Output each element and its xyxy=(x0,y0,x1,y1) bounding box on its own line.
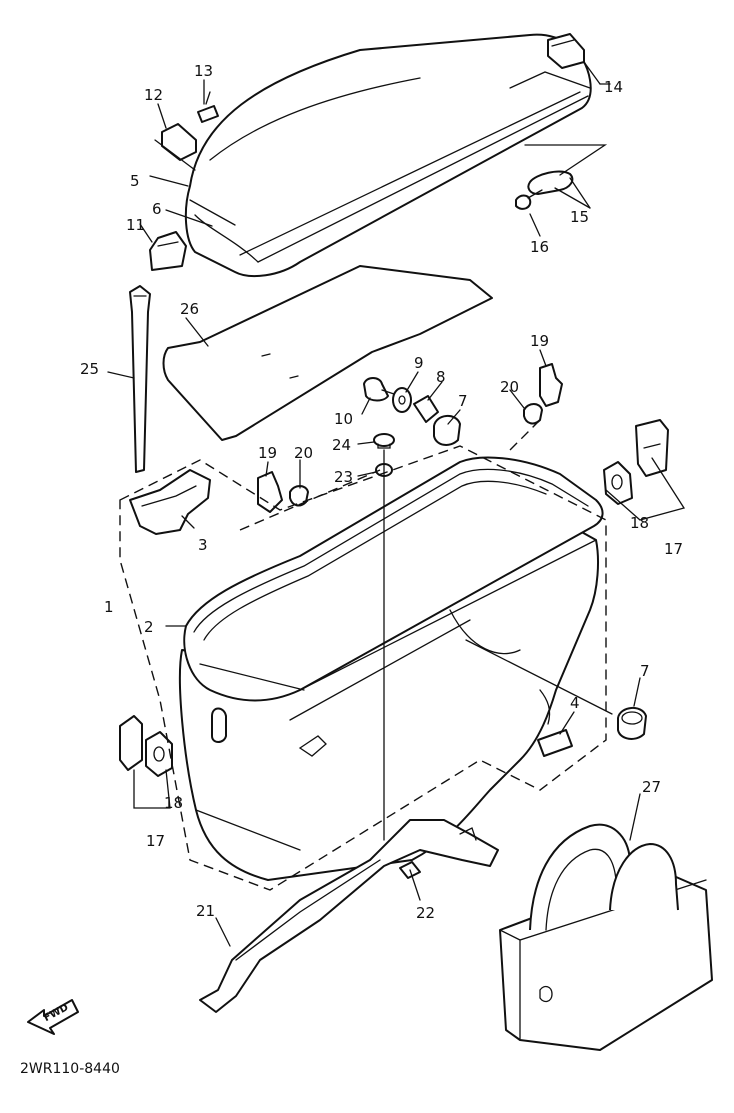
diagram-code: 2WR110-8440 xyxy=(20,1061,120,1077)
callout-5: 5 xyxy=(130,172,140,190)
callout-19-right: 19 xyxy=(530,332,549,350)
callout-13: 13 xyxy=(194,62,213,80)
callout-4: 4 xyxy=(570,694,580,712)
bolt-part-10 xyxy=(363,377,395,402)
mat-part-26 xyxy=(162,265,493,441)
callout-20-left: 20 xyxy=(294,444,313,462)
bracket-part-21 xyxy=(199,819,499,1013)
callout-17-left: 17 xyxy=(146,832,165,850)
callout-16: 16 xyxy=(530,238,549,256)
plate-part-15 xyxy=(527,170,574,195)
callout-17-right: 17 xyxy=(664,540,683,558)
assembly-outline-inner xyxy=(239,419,541,531)
catch-part-18-right xyxy=(603,461,633,505)
leader-lines xyxy=(107,79,641,947)
latch-part-11 xyxy=(149,231,187,271)
strap-part-25 xyxy=(129,285,151,473)
callout-9: 9 xyxy=(414,354,424,372)
callout-20-right: 20 xyxy=(500,378,519,396)
callout-10: 10 xyxy=(334,410,353,428)
callout-3: 3 xyxy=(198,536,208,554)
callout-21: 21 xyxy=(196,902,215,920)
screw-part-16 xyxy=(515,189,543,210)
bag-part-27 xyxy=(499,823,713,1051)
pad-part-4 xyxy=(537,729,573,757)
bracket-part-19-right xyxy=(539,363,563,407)
lid-part xyxy=(184,33,592,278)
washer-part-24 xyxy=(373,433,395,449)
gasket-part-3 xyxy=(129,469,211,535)
callout-11: 11 xyxy=(126,216,145,234)
callout-8: 8 xyxy=(436,368,446,386)
latch-part-17-right xyxy=(635,419,669,477)
callout-19-left: 19 xyxy=(258,444,277,462)
callout-14: 14 xyxy=(604,78,623,96)
callout-7-top: 7 xyxy=(458,392,468,410)
callout-23: 23 xyxy=(334,468,353,486)
callout-24: 24 xyxy=(332,436,351,454)
fwd-arrow-icon: FWD xyxy=(27,999,79,1035)
bracket-part-19-left xyxy=(257,471,283,513)
catch-part-18-left xyxy=(145,731,173,777)
callout-6: 6 xyxy=(152,200,162,218)
callout-7-bottom: 7 xyxy=(640,662,650,680)
seal-part-2 xyxy=(183,456,604,702)
callout-27: 27 xyxy=(642,778,661,796)
nut-part-20-right xyxy=(523,403,543,425)
washer-part-9 xyxy=(392,387,412,413)
collar-part-8 xyxy=(413,395,439,423)
callout-15: 15 xyxy=(570,208,589,226)
callout-18-right: 18 xyxy=(630,514,649,532)
callout-26: 26 xyxy=(180,300,199,318)
callout-2: 2 xyxy=(144,618,154,636)
assembly-outline xyxy=(119,445,607,891)
callout-labels: 13 12 14 5 6 11 15 16 26 25 19 9 8 20 10… xyxy=(80,62,683,922)
damper-part-7-bottom xyxy=(617,707,647,740)
damper-part-7-top xyxy=(433,415,461,446)
screw-part-13 xyxy=(197,91,219,123)
callout-12: 12 xyxy=(144,86,163,104)
plate-part-12 xyxy=(161,123,197,161)
latch-part-17-left xyxy=(119,715,143,771)
callout-22: 22 xyxy=(416,904,435,922)
callout-25: 25 xyxy=(80,360,99,378)
callout-1: 1 xyxy=(104,598,114,616)
callout-18-left: 18 xyxy=(164,794,183,812)
